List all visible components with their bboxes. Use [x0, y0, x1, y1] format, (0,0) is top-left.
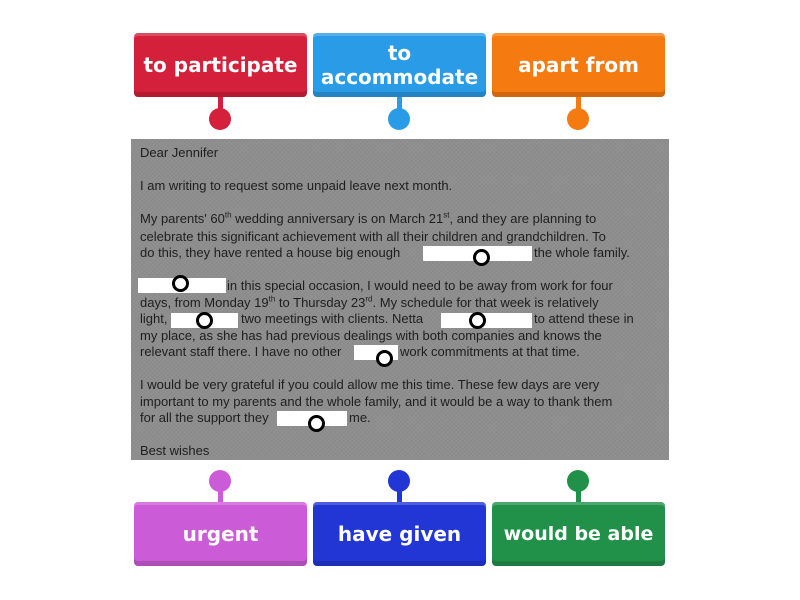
- answer-tile-would-be-able[interactable]: would be able: [492, 502, 665, 566]
- answer-tile-to-accommodate[interactable]: to accommodate: [313, 33, 486, 97]
- letter-line: to attend these in: [534, 311, 634, 326]
- answer-label: apart from: [518, 53, 639, 77]
- pin-stem: [397, 97, 402, 113]
- pin-stem: [576, 488, 581, 504]
- letter-greeting: Dear Jennifer: [140, 145, 219, 160]
- letter-line: I would be very grateful if you could al…: [140, 377, 600, 392]
- drop-target-ring[interactable]: [376, 350, 393, 367]
- answer-label: have given: [337, 522, 462, 546]
- drop-pin[interactable]: [388, 108, 410, 130]
- blank-slot-4[interactable]: [441, 313, 532, 328]
- letter-line: important to my parents and the whole fa…: [140, 394, 613, 409]
- letter-line: relevant staff there. I have no other: [140, 344, 342, 359]
- letter-image: [131, 139, 669, 460]
- answer-tile-to-participate[interactable]: to participate: [134, 33, 307, 97]
- pin-stem: [218, 488, 223, 504]
- drop-target-ring[interactable]: [469, 312, 486, 329]
- drop-pin[interactable]: [209, 470, 231, 492]
- letter-line: in this special occasion, I would need t…: [227, 278, 613, 293]
- letter-line: the whole family.: [534, 245, 630, 260]
- drop-pin[interactable]: [209, 108, 231, 130]
- drop-target-ring[interactable]: [308, 415, 325, 432]
- letter-line: light,: [140, 311, 168, 326]
- answer-label: would be able: [503, 523, 654, 545]
- letter-line: celebrate this significant achievement w…: [140, 229, 606, 244]
- answer-tile-have-given[interactable]: have given: [313, 502, 486, 566]
- answer-label: to participate: [143, 53, 298, 77]
- letter-line: do this, they have rented a house big en…: [140, 245, 401, 260]
- letter-line: for all the support they: [140, 410, 269, 425]
- letter-line: I am writing to request some unpaid leav…: [140, 178, 453, 193]
- drop-target-ring[interactable]: [196, 312, 213, 329]
- answer-label: urgent: [182, 522, 259, 546]
- drop-target-ring[interactable]: [172, 275, 189, 292]
- answer-tile-apart-from[interactable]: apart from: [492, 33, 665, 97]
- letter-line: me.: [349, 410, 371, 425]
- pin-stem: [397, 488, 402, 504]
- letter-closing: Best wishes: [140, 443, 210, 458]
- letter-line: days, from Monday 19th to Thursday 23rd.…: [140, 294, 599, 310]
- letter-line: My parents' 60th wedding anniversary is …: [140, 210, 597, 226]
- drop-pin[interactable]: [567, 108, 589, 130]
- drop-target-ring[interactable]: [473, 249, 490, 266]
- pin-stem: [218, 97, 223, 113]
- drop-pin[interactable]: [388, 470, 410, 492]
- letter-line: my place, as she has had previous dealin…: [140, 328, 602, 343]
- answer-tile-urgent[interactable]: urgent: [134, 502, 307, 566]
- pin-stem: [576, 97, 581, 113]
- answer-label: to accommodate: [320, 41, 479, 89]
- letter-line: two meetings with clients. Netta: [241, 311, 424, 326]
- letter-line: work commitments at that time.: [400, 344, 580, 359]
- drop-pin[interactable]: [567, 470, 589, 492]
